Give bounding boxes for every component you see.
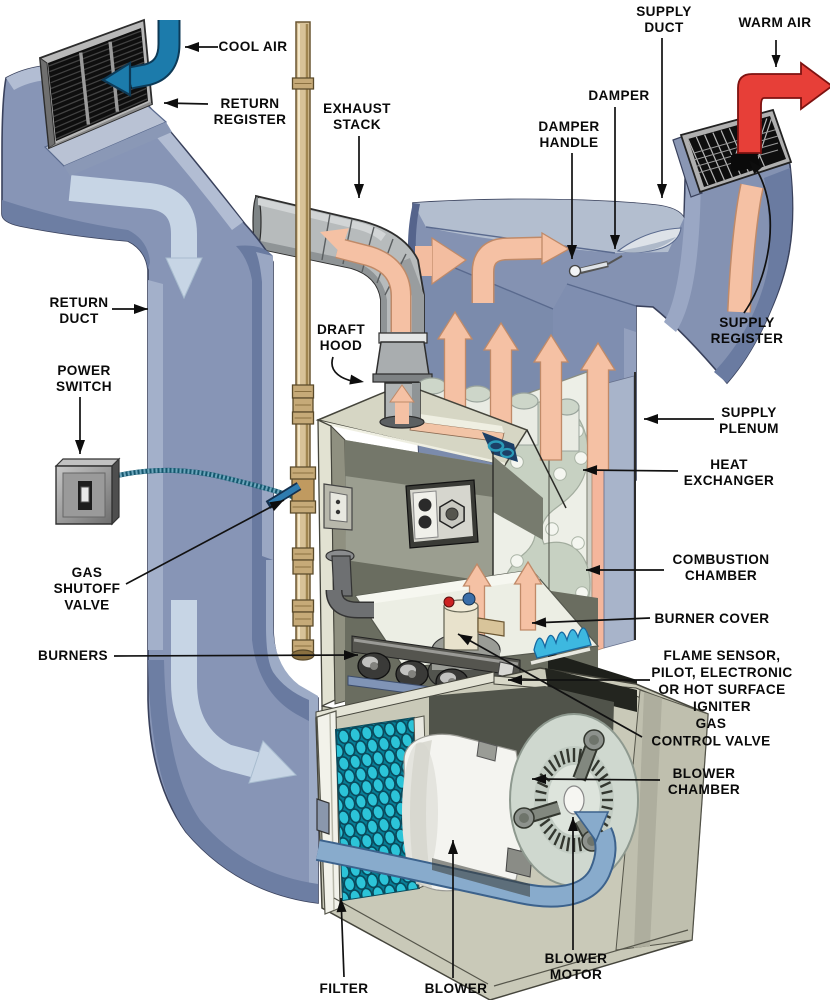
svg-text:BLOWER: BLOWER <box>425 981 488 996</box>
svg-text:REGISTER: REGISTER <box>214 112 287 127</box>
svg-text:RETURN: RETURN <box>49 295 108 310</box>
svg-text:PLENUM: PLENUM <box>719 421 779 436</box>
svg-text:SUPPLY: SUPPLY <box>721 405 777 420</box>
svg-text:WARM AIR: WARM AIR <box>739 15 812 30</box>
svg-text:COMBUSTION: COMBUSTION <box>673 552 770 567</box>
svg-text:EXHAUST: EXHAUST <box>323 101 391 116</box>
svg-text:FILTER: FILTER <box>320 981 369 996</box>
svg-text:HOOD: HOOD <box>320 338 362 353</box>
svg-text:VALVE: VALVE <box>64 597 109 612</box>
svg-text:SHUTOFF: SHUTOFF <box>54 581 121 596</box>
svg-text:FLAME SENSOR,: FLAME SENSOR, <box>664 648 781 663</box>
svg-text:DUCT: DUCT <box>59 311 99 326</box>
svg-text:DAMPER: DAMPER <box>538 119 599 134</box>
svg-text:HEAT: HEAT <box>710 457 748 472</box>
svg-text:DUCT: DUCT <box>644 20 684 35</box>
svg-text:POWER: POWER <box>57 363 110 378</box>
svg-text:RETURN: RETURN <box>220 96 279 111</box>
svg-text:BLOWER: BLOWER <box>545 951 608 966</box>
svg-text:CHAMBER: CHAMBER <box>685 568 757 583</box>
svg-text:EXCHANGER: EXCHANGER <box>684 473 774 488</box>
svg-text:MOTOR: MOTOR <box>550 967 602 982</box>
svg-text:REGISTER: REGISTER <box>711 331 784 346</box>
svg-text:BLOWER: BLOWER <box>673 766 736 781</box>
svg-text:SUPPLY: SUPPLY <box>719 315 775 330</box>
svg-text:DAMPER: DAMPER <box>588 88 649 103</box>
svg-text:SUPPLY: SUPPLY <box>636 4 692 19</box>
svg-text:PILOT, ELECTRONIC: PILOT, ELECTRONIC <box>651 665 792 680</box>
svg-text:HANDLE: HANDLE <box>539 135 598 150</box>
svg-text:BURNER COVER: BURNER COVER <box>654 611 769 626</box>
svg-text:BURNERS: BURNERS <box>38 648 108 663</box>
svg-text:GAS: GAS <box>72 565 103 580</box>
svg-text:CONTROL VALVE: CONTROL VALVE <box>651 734 770 749</box>
svg-text:GAS: GAS <box>696 716 727 731</box>
svg-text:SWITCH: SWITCH <box>56 379 112 394</box>
svg-text:COOL AIR: COOL AIR <box>219 39 288 54</box>
svg-text:DRAFT: DRAFT <box>317 322 365 337</box>
svg-text:CHAMBER: CHAMBER <box>668 782 740 797</box>
svg-text:OR HOT SURFACE: OR HOT SURFACE <box>658 682 785 697</box>
svg-text:IGNITER: IGNITER <box>693 699 751 714</box>
svg-text:STACK: STACK <box>333 117 381 132</box>
